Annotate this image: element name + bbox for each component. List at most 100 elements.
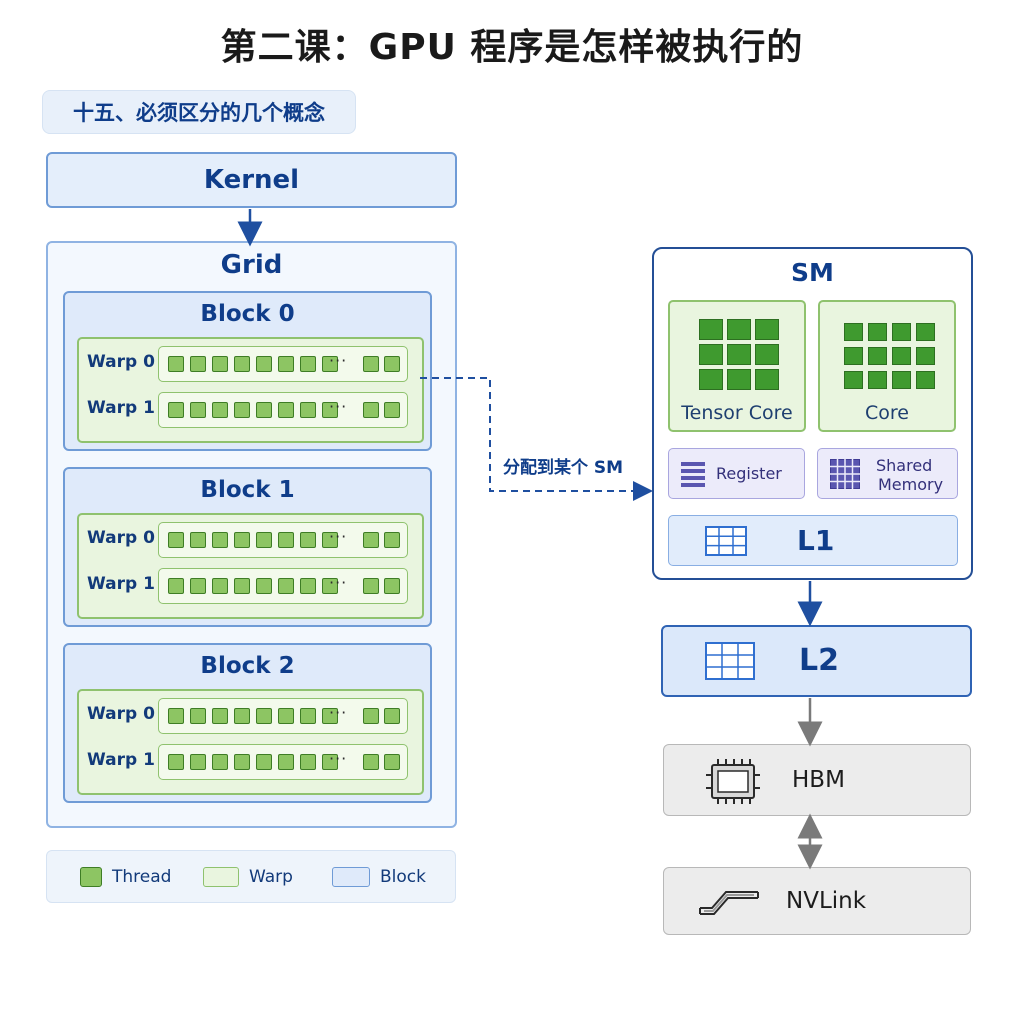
tensor-core-label: Tensor Core — [681, 402, 793, 424]
ellipsis: ··· — [329, 749, 348, 768]
thread-square — [256, 708, 272, 724]
thread-square — [300, 402, 316, 418]
thread-square — [322, 754, 338, 770]
thread-square — [212, 578, 228, 594]
thread-square — [256, 402, 272, 418]
thread-square — [212, 402, 228, 418]
register-box: Register — [668, 448, 805, 499]
thread-square — [212, 708, 228, 724]
thread-square — [384, 578, 400, 594]
sm-label: SM — [791, 258, 834, 287]
section-tag: 十五、必须区分的几个概念 — [42, 90, 356, 134]
thread-square — [190, 532, 206, 548]
thread-square — [234, 402, 250, 418]
thread-square — [384, 356, 400, 372]
thread-square — [168, 356, 184, 372]
tensor-core-cell — [755, 369, 779, 390]
block-0: Block 0 Warp 0 ··· Warp 1 ··· — [63, 291, 432, 451]
warp-row: Warp 0 ··· — [79, 698, 422, 734]
block-1: Block 1 Warp 0 ··· Warp 1 ··· — [63, 467, 432, 627]
thread-square — [363, 402, 379, 418]
tensor-core-cell — [727, 344, 751, 365]
warp-label: Warp 1 — [87, 750, 155, 770]
core-cell — [916, 371, 935, 389]
tensor-core-cell — [699, 319, 723, 340]
thread-square — [384, 708, 400, 724]
thread-square — [384, 754, 400, 770]
core-label: Core — [865, 402, 909, 424]
warp-label: Warp 0 — [87, 528, 155, 548]
block-label: Block 2 — [200, 653, 295, 679]
thread-square — [278, 356, 294, 372]
core-cell — [844, 323, 863, 341]
thread-square — [363, 754, 379, 770]
thread-square — [234, 356, 250, 372]
tensor-core-cell — [755, 344, 779, 365]
warp-row: Warp 1 ··· — [79, 744, 422, 780]
thread-square — [234, 532, 250, 548]
thread-square — [212, 754, 228, 770]
legend-label: Thread — [112, 867, 172, 887]
grid-label: Grid — [220, 250, 283, 280]
core-cell — [844, 371, 863, 389]
core-cell — [892, 323, 911, 341]
shared-memory-box: Shared Memory — [817, 448, 958, 499]
legend-label: Warp — [249, 867, 293, 887]
legend-label: Block — [380, 867, 426, 887]
warp-group: Warp 0 ··· Warp 1 ··· — [77, 513, 424, 619]
shared-memory-label-1: Shared — [876, 456, 933, 475]
warp-bar: ··· — [158, 392, 408, 428]
tensor-core-box: Tensor Core — [668, 300, 806, 432]
warp-group: Warp 0 ··· Warp 1 ··· — [77, 337, 424, 443]
thread-square — [278, 754, 294, 770]
thread-swatch — [80, 867, 102, 887]
nvlink-box: NVLink — [663, 867, 971, 935]
assign-dashed-arrow — [420, 377, 653, 501]
thread-square — [168, 578, 184, 594]
core-cell — [868, 323, 887, 341]
thread-square — [212, 356, 228, 372]
block-2: Block 2 Warp 0 ··· Warp 1 ··· — [63, 643, 432, 803]
hbm-box: HBM — [663, 744, 971, 816]
cache-grid-icon — [705, 642, 755, 680]
core-cell — [844, 347, 863, 365]
thread-square — [384, 532, 400, 548]
tensor-core-cell — [727, 319, 751, 340]
shared-memory-label-2: Memory — [878, 475, 944, 494]
thread-square — [363, 532, 379, 548]
warp-bar: ··· — [158, 568, 408, 604]
register-label: Register — [716, 464, 782, 483]
warp-label: Warp 0 — [87, 352, 155, 372]
warp-swatch — [203, 867, 239, 887]
core-cell — [916, 323, 935, 341]
nvlink-label: NVLink — [786, 888, 867, 914]
core-cell — [892, 371, 911, 389]
thread-square — [212, 532, 228, 548]
thread-square — [322, 708, 338, 724]
warp-row: Warp 0 ··· — [79, 346, 422, 382]
thread-square — [190, 356, 206, 372]
thread-square — [256, 578, 272, 594]
cache-grid-icon — [705, 526, 747, 556]
thread-square — [384, 402, 400, 418]
thread-square — [300, 532, 316, 548]
thread-square — [190, 754, 206, 770]
ellipsis: ··· — [329, 573, 348, 592]
legend-item-warp: Warp — [203, 867, 293, 887]
shared-memory-icon — [830, 459, 860, 489]
tensor-core-cell — [699, 369, 723, 390]
legend: Thread Warp Block — [46, 850, 456, 903]
thread-square — [168, 402, 184, 418]
thread-square — [278, 532, 294, 548]
thread-square — [234, 754, 250, 770]
warp-row: Warp 1 ··· — [79, 392, 422, 428]
thread-square — [256, 356, 272, 372]
thread-square — [278, 708, 294, 724]
thread-square — [363, 578, 379, 594]
thread-square — [278, 402, 294, 418]
core-cell — [868, 371, 887, 389]
warp-bar: ··· — [158, 346, 408, 382]
thread-square — [363, 356, 379, 372]
warp-label: Warp 1 — [87, 574, 155, 594]
